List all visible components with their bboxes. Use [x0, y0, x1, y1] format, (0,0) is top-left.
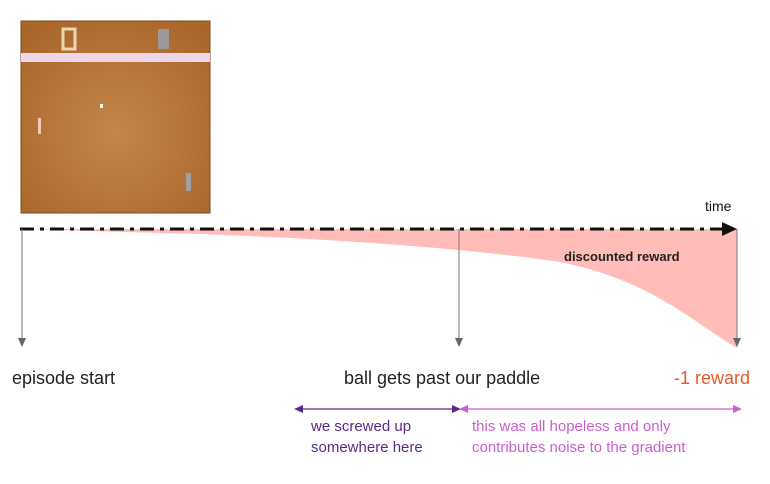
screwed-up-note-line: somewhere here: [311, 439, 423, 456]
time-label: time: [705, 198, 732, 214]
screwed-up-note: we screwed up somewhere here: [311, 416, 423, 458]
hopeless-note-line: this was all hopeless and only: [472, 418, 671, 435]
left-bracket-arrow-right-icon: [452, 405, 461, 413]
pong-game-screenshot: [20, 20, 211, 214]
start-marker-arrow-icon: [18, 338, 26, 347]
right-bracket-arrow-right-icon: [733, 405, 742, 413]
discounted-reward-area: [22, 229, 737, 348]
time-axis-arrowhead: [722, 222, 737, 236]
end-marker-arrow-icon: [733, 338, 741, 347]
paddle-left-icon: [38, 118, 41, 134]
episode-start-label: episode start: [12, 368, 116, 388]
game-top-wall: [21, 53, 210, 62]
score-digit-icon: [158, 29, 169, 49]
score-digit-icon: [61, 27, 77, 51]
discounted-reward-label: discounted reward: [564, 249, 680, 264]
ball-past-paddle-label: ball gets past our paddle: [344, 368, 541, 388]
final-reward-label: -1 reward: [674, 368, 751, 388]
hopeless-note-line: contributes noise to the gradient: [472, 439, 686, 456]
screwed-up-note-line: we screwed up: [311, 418, 412, 435]
hopeless-note: this was all hopeless and only contribut…: [472, 416, 685, 458]
mid-marker-arrow-icon: [455, 338, 463, 347]
left-bracket-arrow-left-icon: [294, 405, 303, 413]
ball-icon: [100, 104, 103, 108]
paddle-right-icon: [186, 173, 191, 191]
right-bracket-arrow-left-icon: [459, 405, 468, 413]
